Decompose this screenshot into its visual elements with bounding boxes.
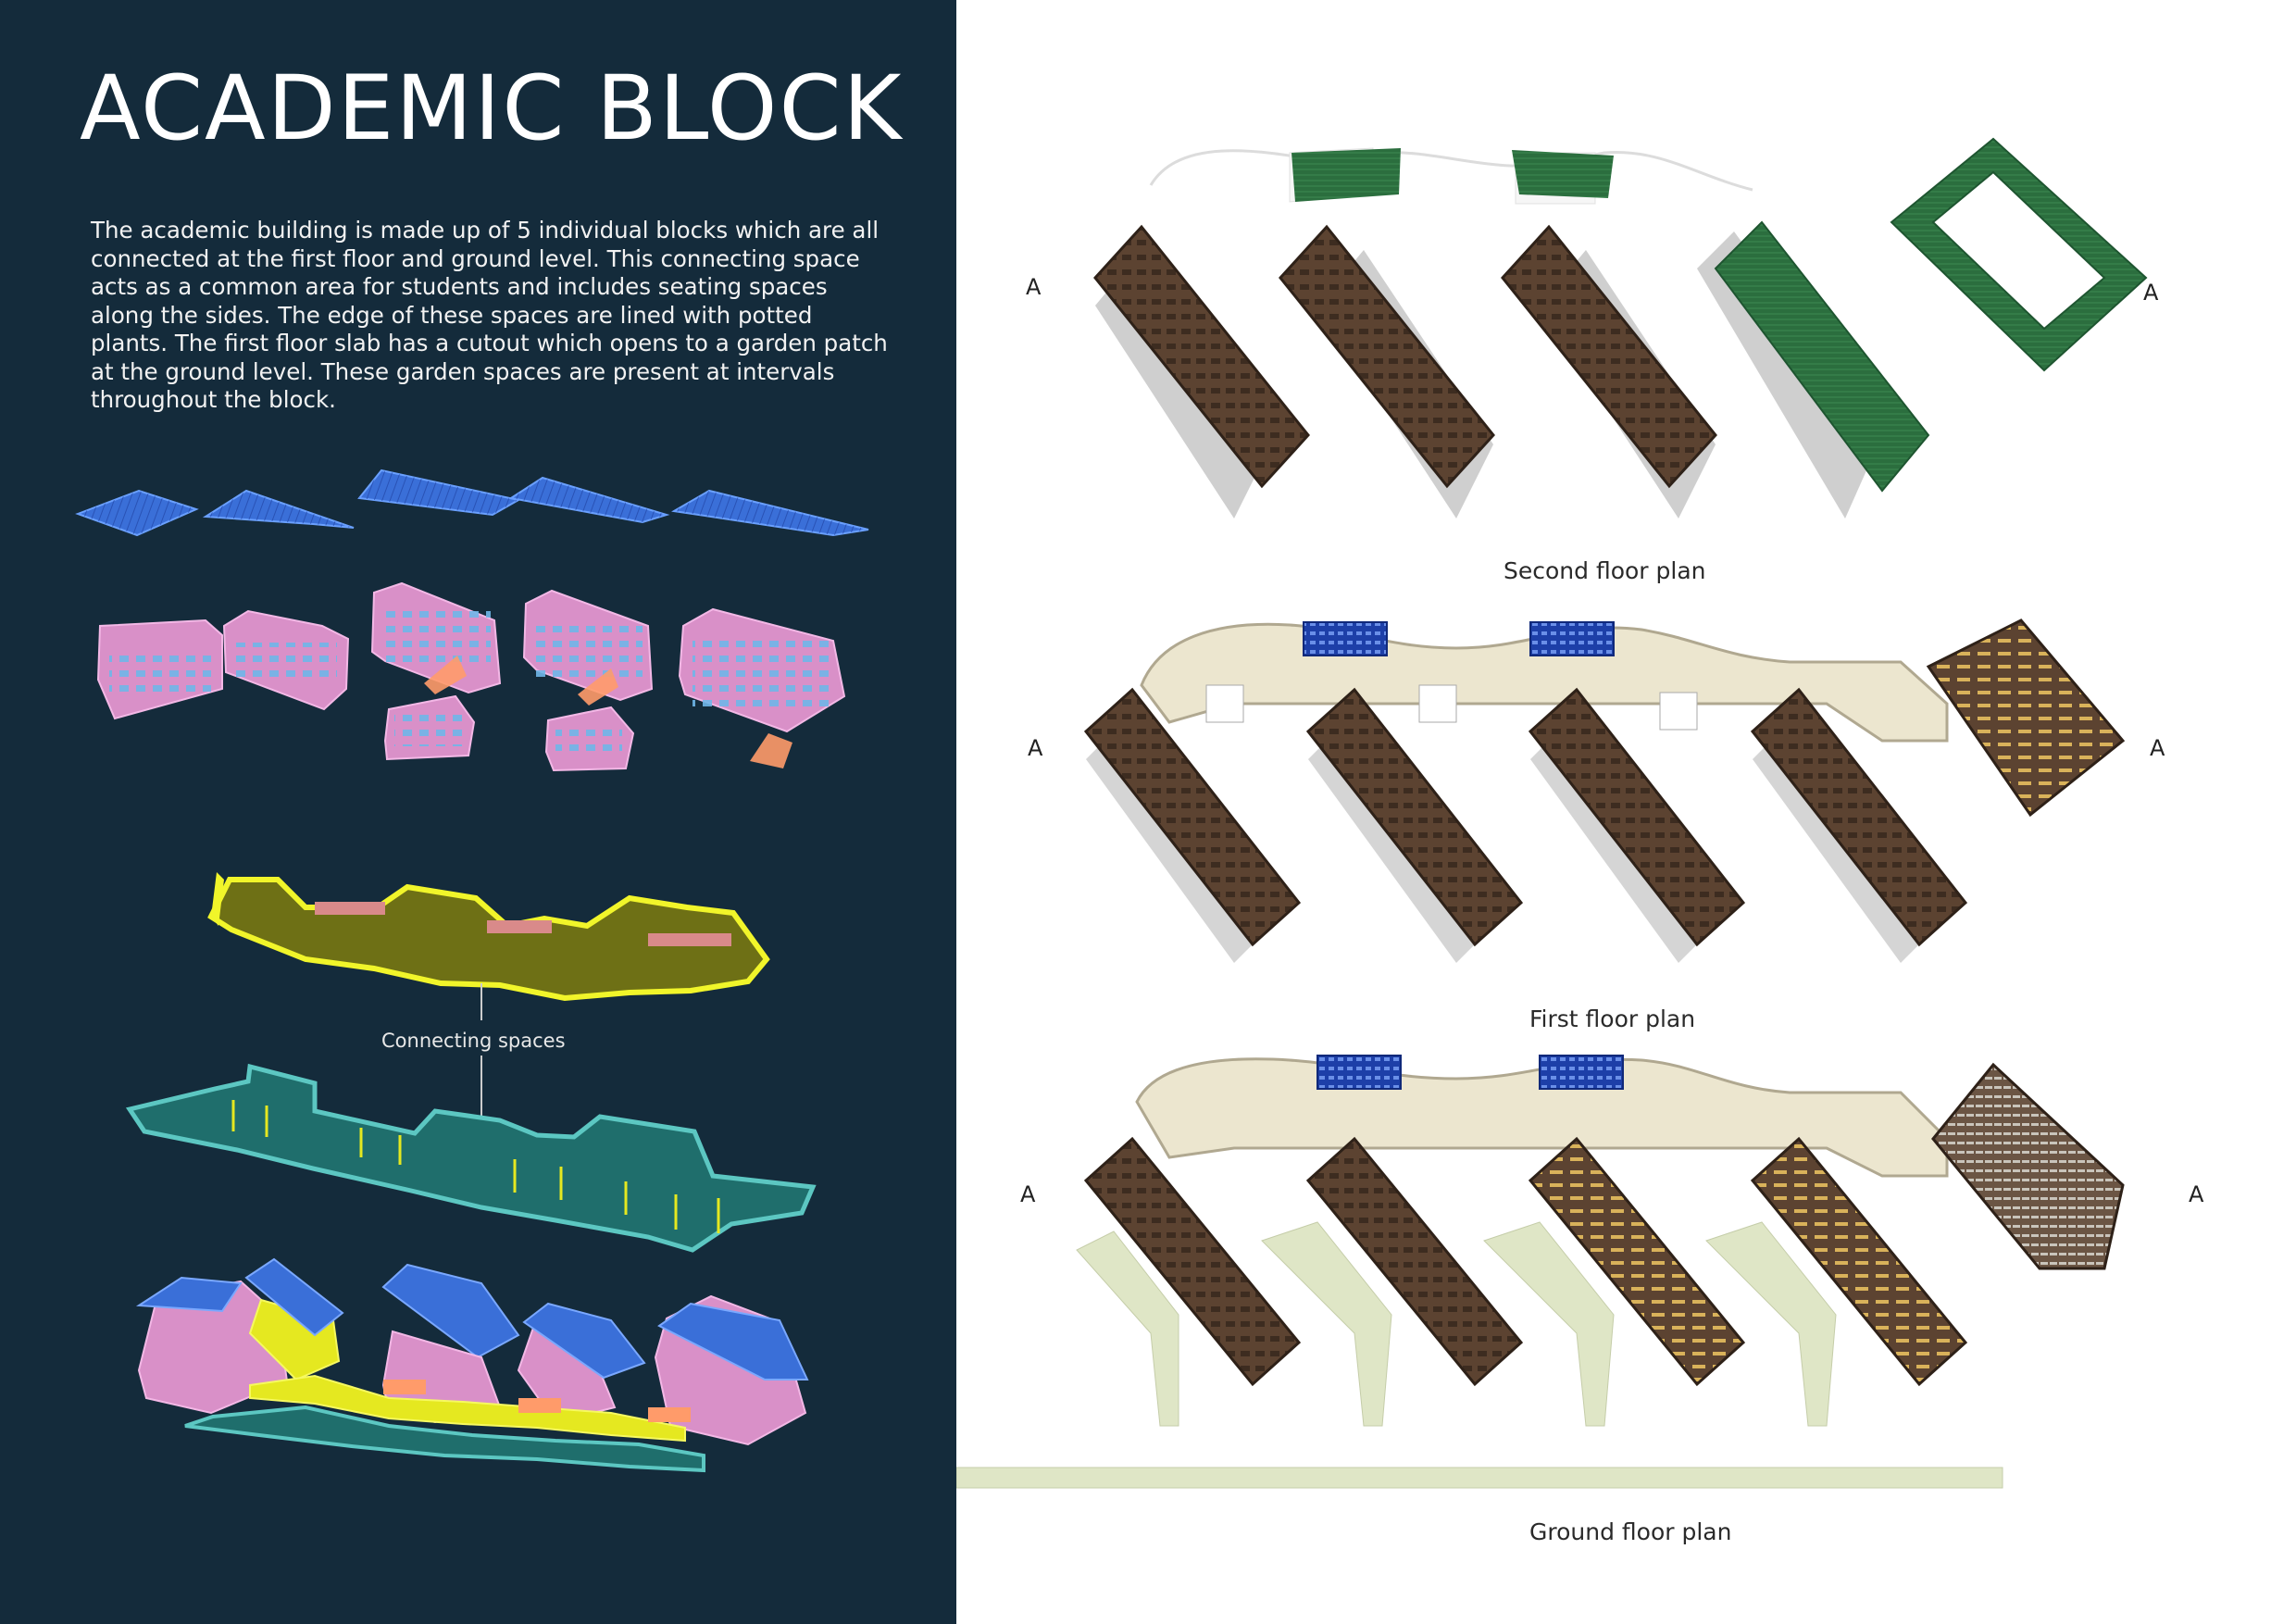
ground-floor-caption: Ground floor plan xyxy=(1529,1518,1732,1545)
green-roof-1 xyxy=(1292,148,1401,202)
block-4 xyxy=(522,589,654,772)
second-floor-caption: Second floor plan xyxy=(1504,557,1706,584)
block-1 xyxy=(96,618,223,720)
columns xyxy=(231,1100,720,1233)
auditorium-gf xyxy=(1931,1062,2125,1270)
green-roof-2 xyxy=(1512,150,1614,198)
floor-plans xyxy=(956,137,2148,1489)
green-roof-block-4 xyxy=(1714,220,1930,493)
second-floor-mark-left: A xyxy=(1026,274,1042,300)
connecting-spaces-label: Connecting spaces xyxy=(381,1030,566,1052)
intro-paragraph: The academic building is made up of 5 in… xyxy=(91,217,888,413)
first-floor-caption: First floor plan xyxy=(1529,1006,1696,1032)
classroom-blocks-1f xyxy=(1083,687,1968,947)
left-panel: ACADEMIC BLOCK The academic building is … xyxy=(0,0,956,1624)
planters xyxy=(315,902,731,946)
first-floor-slab xyxy=(207,872,770,1002)
ground-floor-mark-left: A xyxy=(1020,1181,1036,1207)
classroom-blocks-2f xyxy=(1093,224,1717,489)
roof-2-hatch xyxy=(206,491,354,528)
first-floor-mark-right: A xyxy=(2150,735,2165,761)
ground-slab xyxy=(125,1063,817,1253)
second-floor-plan xyxy=(1093,137,2148,518)
garden-paths xyxy=(956,1221,2003,1489)
roof-3-hatch xyxy=(359,470,518,515)
ground-floor-plan xyxy=(956,1055,2125,1489)
roof-1-hatch xyxy=(78,491,196,535)
ground-floor-mark-right: A xyxy=(2189,1181,2204,1207)
seating-4 xyxy=(1539,1055,1624,1090)
page-title: ACADEMIC BLOCK xyxy=(80,56,904,160)
block-3 xyxy=(370,581,502,761)
roof-4-hatch xyxy=(511,478,667,522)
seating-3 xyxy=(1316,1055,1402,1090)
seating-2 xyxy=(1529,621,1615,656)
roof-5-hatch xyxy=(674,491,868,535)
blocks-layer xyxy=(96,581,846,772)
first-floor-plan xyxy=(1083,618,2126,963)
classroom-blocks-gf xyxy=(1083,1136,1968,1387)
roofs-layer xyxy=(75,468,869,537)
block-2 xyxy=(222,609,350,711)
lecture-hall-1f xyxy=(1926,618,2126,818)
block-5 xyxy=(678,607,846,768)
second-floor-mark-right: A xyxy=(2143,280,2159,306)
assembled-model xyxy=(135,1257,809,1473)
seating-1 xyxy=(1303,621,1388,656)
first-floor-mark-left: A xyxy=(1028,735,1043,761)
exploded-axonometric xyxy=(75,468,869,1473)
